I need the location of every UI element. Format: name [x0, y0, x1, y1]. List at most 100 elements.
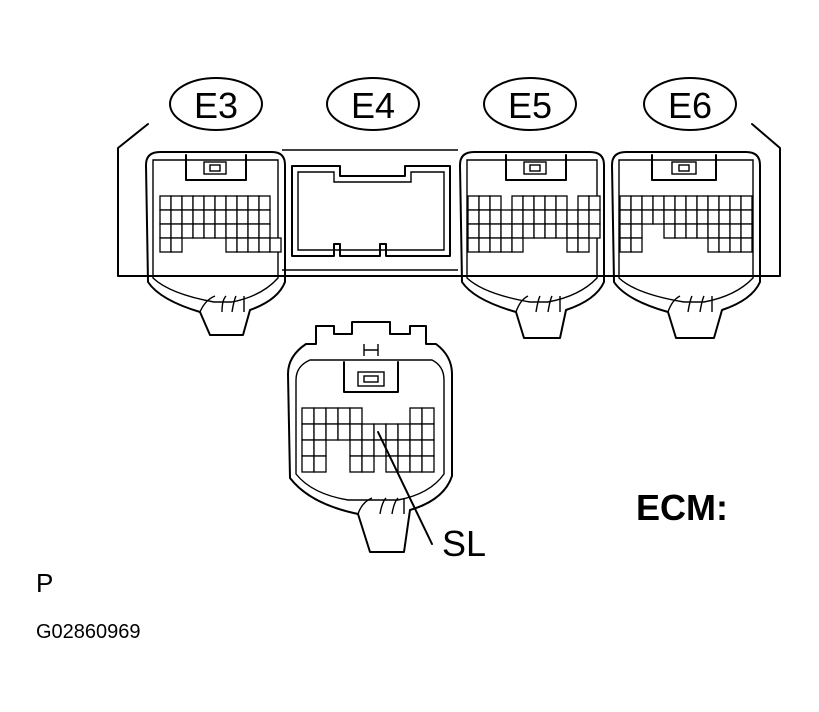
connector-pin: [409, 407, 423, 425]
connector-pin: [641, 209, 654, 225]
connector-label-e6: E6: [643, 77, 737, 131]
connector-pin: [337, 423, 351, 441]
connector-pin: [478, 209, 491, 225]
connector-pin: [236, 195, 249, 211]
connector-label-e3: E3: [169, 77, 263, 131]
connector-pin: [203, 223, 216, 239]
connector-pin: [397, 423, 411, 441]
connector-pin: [181, 209, 194, 225]
connector-pin: [489, 195, 502, 211]
connector-pin: [555, 223, 568, 239]
corner-label: P: [36, 568, 53, 598]
connector-pin: [685, 195, 698, 211]
connector-pin: [707, 237, 720, 253]
connector-pin: [641, 195, 654, 211]
connector-pin: [619, 195, 632, 211]
connector-pin: [685, 209, 698, 225]
connector-pin: [159, 209, 172, 225]
connector-pin: [247, 223, 260, 239]
connector-pin: [269, 237, 282, 253]
connector-pin: [544, 209, 557, 225]
enlarged-connector-e3: [287, 321, 453, 553]
connector-pin: [619, 223, 632, 239]
connector-pin: [467, 223, 480, 239]
connector-pin: [170, 223, 183, 239]
connector-pin: [181, 223, 194, 239]
connector-pin: [409, 439, 423, 457]
connector-pin: [533, 209, 546, 225]
connector-pin: [170, 237, 183, 253]
connector-pin: [301, 455, 315, 473]
connector-pin: [652, 209, 665, 225]
connector-pin: [203, 195, 216, 211]
connector-pin: [511, 237, 524, 253]
connector-pin: [685, 223, 698, 239]
connector-pin: [740, 237, 753, 253]
connector-pin: [740, 195, 753, 211]
connector-pin: [478, 237, 491, 253]
connector-pin: [478, 223, 491, 239]
connector-pin: [421, 407, 435, 425]
e4-socket: [291, 165, 451, 257]
connector-pin: [325, 423, 339, 441]
connector-pin: [258, 195, 271, 211]
connector-pin: [577, 223, 590, 239]
connector-pin: [566, 223, 579, 239]
connector-pin: [718, 223, 731, 239]
connector-pin: [696, 223, 709, 239]
connector-pin: [718, 195, 731, 211]
connector-pin: [533, 195, 546, 211]
connector-pin: [555, 195, 568, 211]
connector-pin: [301, 407, 315, 425]
connector-pin: [409, 423, 423, 441]
connector-pin: [729, 237, 742, 253]
connector-pin: [203, 209, 216, 225]
connector-pin: [214, 195, 227, 211]
connector-pin: [325, 407, 339, 425]
connector-pin: [588, 223, 601, 239]
connector-pin: [577, 195, 590, 211]
connector-pin: [349, 439, 363, 457]
connector-pin: [729, 195, 742, 211]
connector-pin: [663, 209, 676, 225]
connector-pin: [674, 195, 687, 211]
connector-e6: [611, 151, 761, 339]
connector-pin: [313, 423, 327, 441]
connector-pin: [159, 237, 172, 253]
connector-pin: [192, 209, 205, 225]
connector-pin: [159, 195, 172, 211]
connector-pin: [467, 237, 480, 253]
connector-e3: [145, 151, 286, 336]
connector-label-text: E3: [194, 85, 238, 126]
connector-pin: [619, 237, 632, 253]
connector-pin: [511, 209, 524, 225]
connector-pin: [170, 209, 183, 225]
connector-pin: [349, 423, 363, 441]
connector-pin: [301, 423, 315, 441]
connector-pin: [663, 195, 676, 211]
connector-pin: [707, 223, 720, 239]
connector-pin: [181, 195, 194, 211]
connector-pin: [577, 237, 590, 253]
connector-pin: [630, 195, 643, 211]
connector-pin: [236, 209, 249, 225]
connector-pin: [258, 237, 271, 253]
connector-pin: [421, 455, 435, 473]
connector-pin: [740, 223, 753, 239]
connector-pin: [652, 195, 665, 211]
connector-pin: [192, 223, 205, 239]
connector-label-text: E6: [668, 85, 712, 126]
connector-pin: [630, 223, 643, 239]
connector-pin: [225, 223, 238, 239]
connector-pin: [349, 455, 363, 473]
connector-pin: [533, 223, 546, 239]
connector-pin: [361, 439, 375, 457]
connector-pin: [258, 223, 271, 239]
connector-pin: [522, 195, 535, 211]
connector-label-text: E5: [508, 85, 552, 126]
connector-pin: [225, 195, 238, 211]
connector-pin: [421, 439, 435, 457]
connector-pin: [236, 237, 249, 253]
connector-pin: [674, 209, 687, 225]
connector-pin: [313, 455, 327, 473]
